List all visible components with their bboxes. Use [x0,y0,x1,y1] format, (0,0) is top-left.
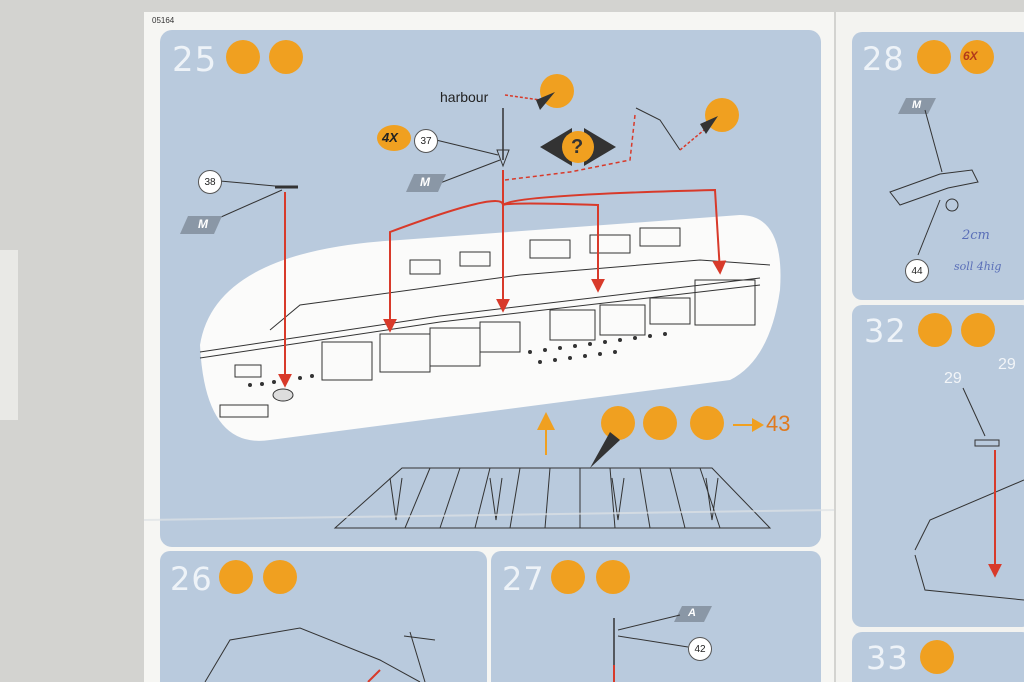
step-number-27: 27 [502,560,545,598]
quantity-4x: 4X [382,130,398,145]
step-number-33: 33 [866,639,909,677]
step-number-26: 26 [170,560,213,598]
up-arrow [537,412,555,455]
marker-a-42: A [688,607,696,619]
part-37-label: 37 [414,129,438,153]
next-step-reference: 43 [766,411,791,436]
part-29-label-b: 29 [998,356,1016,373]
part-38-label: 38 [198,170,222,194]
part-42-label: 42 [688,637,712,661]
part-37-assembly [383,94,727,333]
handwritten-note-line1: 2cm [962,228,990,243]
step-28-drawing [889,109,979,256]
step-32-drawing [914,387,1024,601]
hull-background [200,215,781,441]
step-number-28: 28 [862,40,905,78]
hull-portholes [248,332,667,387]
harbour-label: harbour [440,89,489,105]
marker-badges [180,98,936,622]
question-icon [562,131,594,163]
question-mark: ? [571,136,584,158]
step-27-drawing [613,614,689,682]
part-44-label: 44 [905,259,929,283]
page-edge-left [0,250,18,420]
tool-icons [219,40,995,674]
marker-m-28: M [912,99,922,111]
railing-drawing [333,467,772,529]
marker-m-37: M [420,175,430,189]
step-28-panel [852,32,1024,300]
handwritten-note-line2: soll 4hig [954,260,1002,273]
step-number-25: 25 [172,40,218,80]
step-number-32: 32 [864,312,907,350]
part-29-label-a: 29 [944,370,962,387]
quantity-6x: 6X [963,49,978,63]
fold-crease [143,509,835,521]
marker-m-38: M [198,217,208,231]
part-38-davit [202,180,298,388]
step-26-drawing [204,627,436,682]
document-code: 05164 [152,16,175,25]
next-arrow [733,418,764,432]
part-38-location [272,388,294,402]
hull-drawing [199,227,771,418]
step-32-panel [852,305,1024,627]
